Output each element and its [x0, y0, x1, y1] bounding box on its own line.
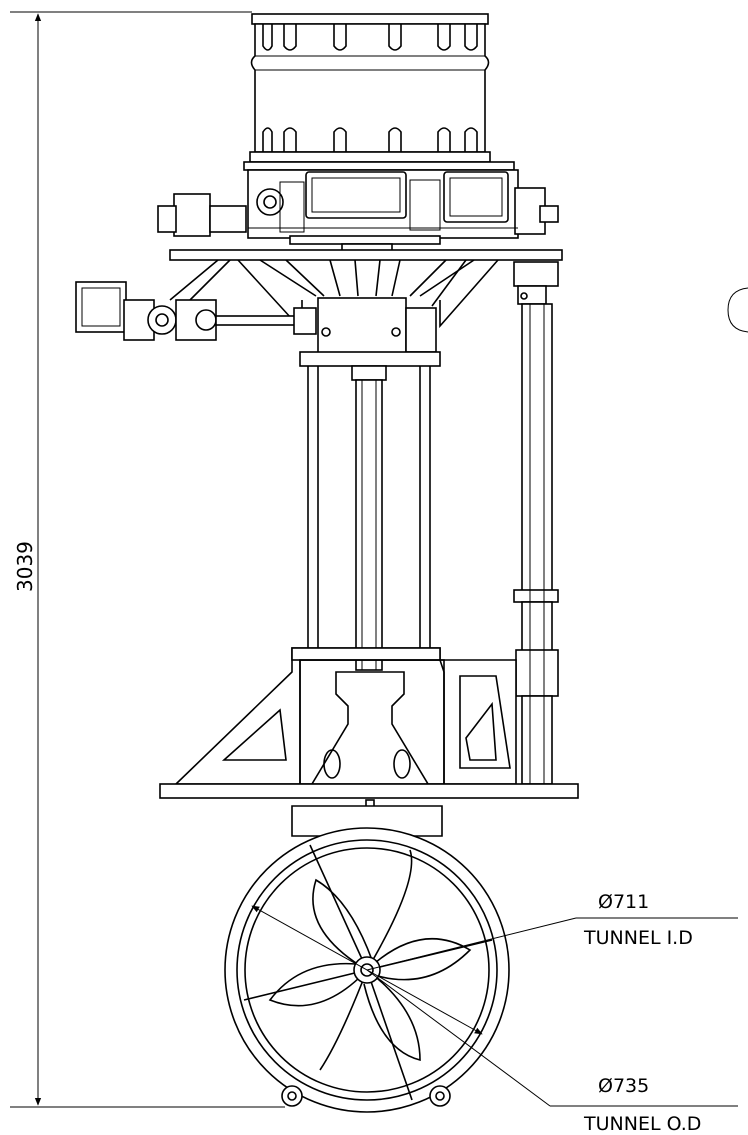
steering-frame	[169, 249, 563, 333]
central-housing	[299, 297, 441, 367]
callout-bubble-partial	[727, 287, 748, 333]
outer-diameter-dimension: Ø735 TUNNEL O.D	[366, 969, 738, 1135]
steering-motor-left	[75, 281, 317, 341]
motor-cooling-slots-top	[262, 24, 478, 51]
drive-shaft-columns	[307, 365, 431, 671]
height-dimension: 3039	[10, 11, 285, 1108]
inner-diameter-dimension: Ø711 TUNNEL I.D	[251, 891, 738, 1035]
electric-motor	[243, 13, 515, 171]
outer-diameter-value: Ø735	[598, 1075, 649, 1097]
inner-diameter-value: Ø711	[598, 891, 649, 913]
lower-frame	[159, 647, 579, 815]
motor-cooling-slots-bottom	[262, 127, 478, 152]
outer-diameter-label: TUNNEL O.D	[583, 1113, 701, 1135]
upper-gearbox	[157, 169, 559, 253]
tunnel-assembly	[224, 805, 510, 1113]
height-dimension-value: 3039	[13, 541, 37, 592]
hydraulic-rod	[513, 261, 559, 785]
inner-diameter-label: TUNNEL I.D	[583, 927, 693, 949]
